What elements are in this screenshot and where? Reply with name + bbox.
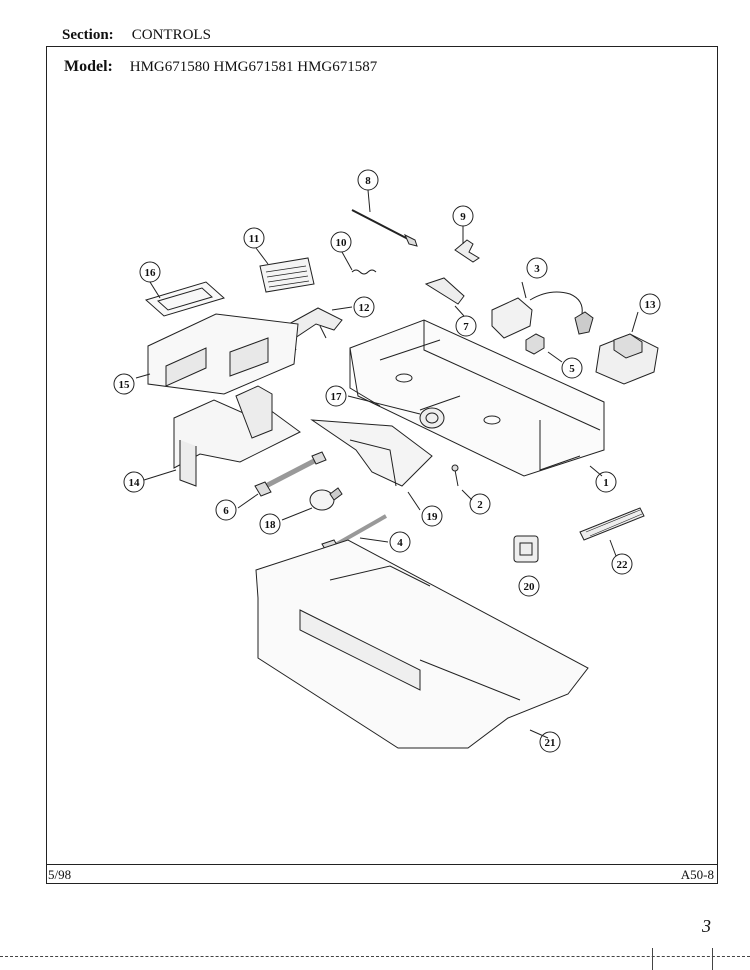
part-2-screw [451, 464, 459, 487]
handwritten-page-number: 3 [702, 916, 711, 936]
part-13-transformer [595, 333, 659, 385]
callout-12: 12 [353, 296, 375, 318]
part-14-dispenser-module [173, 385, 301, 487]
leader-12 [331, 306, 353, 311]
callout-20: 20 [518, 575, 540, 597]
leader-16 [149, 281, 161, 299]
part-17-knob [419, 407, 445, 429]
leader-18 [281, 507, 313, 521]
leader-15 [135, 373, 151, 379]
leader-4 [359, 537, 389, 543]
callout-label: 6 [223, 505, 229, 517]
part-15-cover [147, 313, 299, 395]
leader-17 [347, 395, 421, 415]
leader-10 [341, 251, 353, 271]
callout-label: 18 [265, 519, 277, 531]
part-9-clip [454, 239, 480, 263]
section-line: Section: CONTROLS [62, 27, 211, 44]
callout-21: 21 [539, 731, 561, 753]
callout-label: 4 [397, 537, 403, 549]
footer-date: 5/98 [48, 867, 72, 882]
part-20-pad [513, 535, 539, 563]
callout-17: 17 [325, 385, 347, 407]
callout-label: 16 [145, 267, 157, 279]
leader-11 [255, 247, 269, 265]
callout-label: 2 [477, 499, 483, 511]
leader-22 [609, 539, 617, 557]
leader-13 [631, 311, 639, 333]
callout-label: 10 [336, 237, 348, 249]
model-value: HMG671580 HMG671581 HMG671587 [129, 59, 378, 75]
callout-label: 17 [331, 391, 343, 403]
callout-22: 22 [611, 553, 633, 575]
diagram-frame [46, 46, 718, 884]
section-value: CONTROLS [131, 27, 211, 43]
leader-21 [529, 729, 549, 739]
callout-10: 10 [330, 231, 352, 253]
callout-label: 14 [129, 477, 141, 489]
leader-6 [237, 493, 259, 509]
part-22-strip [579, 507, 645, 541]
leader-5 [547, 351, 563, 363]
callout-15: 15 [113, 373, 135, 395]
callout-label: 5 [569, 363, 575, 375]
callout-label: 15 [119, 379, 131, 391]
callout-label: 3 [534, 263, 540, 275]
scan-edge-tick [652, 948, 653, 970]
callout-13: 13 [639, 293, 661, 315]
section-label: Section: [62, 27, 114, 43]
callout-label: 12 [359, 302, 371, 314]
leader-7 [454, 305, 465, 317]
leader-3 [521, 281, 527, 299]
footer-rule [46, 864, 718, 865]
part-3-switch [491, 291, 594, 339]
callout-18: 18 [259, 513, 281, 535]
part-5-socket [525, 333, 545, 355]
leader-8 [367, 189, 371, 213]
part-1-control-housing [349, 319, 605, 477]
leader-19 [407, 491, 421, 511]
callout-11: 11 [243, 227, 265, 249]
callout-label: 22 [617, 559, 629, 571]
leader-1 [589, 465, 603, 477]
callout-label: 7 [463, 321, 469, 333]
part-16-gasket [144, 281, 226, 317]
part-19-bracket-plate [310, 419, 433, 487]
callout-5: 5 [561, 357, 583, 379]
model-line: Model: HMG671580 HMG671581 HMG671587 [64, 58, 377, 76]
part-7-plate [424, 277, 465, 305]
callout-2: 2 [469, 493, 491, 515]
footer-page-code: A50-8 [680, 867, 714, 882]
part-10-spring [351, 269, 377, 275]
model-label: Model: [64, 58, 113, 75]
callout-19: 19 [421, 505, 443, 527]
callout-label: 8 [365, 175, 371, 187]
callout-label: 13 [645, 299, 657, 311]
callout-label: 19 [427, 511, 439, 523]
callout-7: 7 [455, 315, 477, 337]
scan-edge-line [0, 956, 750, 957]
callout-label: 21 [545, 737, 556, 749]
leader-2 [461, 489, 473, 501]
callout-label: 1 [603, 477, 609, 489]
part-18-bulb [309, 487, 343, 511]
callout-9: 9 [452, 205, 474, 227]
callout-16: 16 [139, 261, 161, 283]
callout-8: 8 [357, 169, 379, 191]
callout-label: 9 [460, 211, 466, 223]
leader-14 [143, 469, 177, 481]
callout-1: 1 [595, 471, 617, 493]
scan-edge-tick [712, 948, 713, 970]
part-11-grille [259, 257, 315, 293]
part-21-base-panel [255, 539, 589, 749]
callout-label: 20 [524, 581, 536, 593]
part-8-pin [351, 209, 418, 247]
callout-3: 3 [526, 257, 548, 279]
callout-4: 4 [389, 531, 411, 553]
part-6-rod [254, 451, 327, 497]
callout-label: 11 [249, 233, 259, 245]
callout-14: 14 [123, 471, 145, 493]
callout-6: 6 [215, 499, 237, 521]
